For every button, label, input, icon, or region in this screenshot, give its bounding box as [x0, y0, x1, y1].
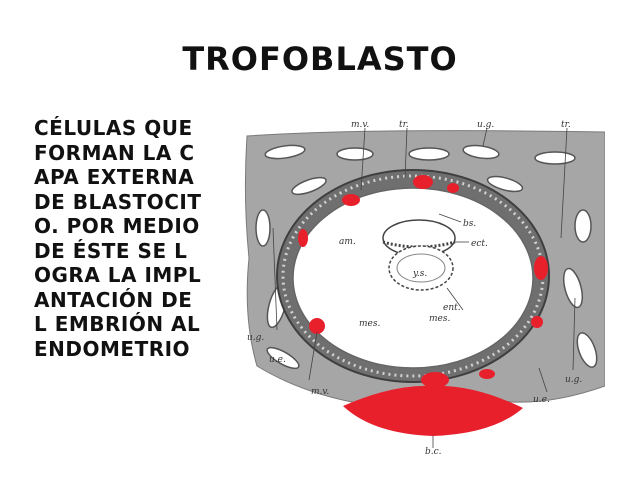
maternal-blood-vessel — [534, 256, 548, 280]
label-ug-left: u.g. — [247, 333, 264, 343]
maternal-blood-vessel — [447, 183, 459, 193]
yolk-sac-inner — [396, 253, 446, 283]
gland-shape — [264, 144, 306, 160]
gland-shape — [486, 175, 524, 193]
slide-title: TROFOBLASTO — [182, 40, 458, 78]
maternal-blood-vessel — [298, 229, 308, 247]
gland-shape — [574, 209, 592, 243]
label-tr-top: tr. — [399, 120, 409, 130]
slide-body-text: CÉLULAS QUE FORMAN LA CAPA EXTERNA DE BL… — [34, 116, 202, 361]
label-bs: bs. — [463, 219, 476, 229]
label-mes-inner: mes. — [429, 314, 450, 324]
blood-clot — [343, 385, 523, 436]
maternal-blood-vessel — [309, 318, 325, 334]
label-bc: b.c. — [425, 447, 442, 457]
maternal-blood-vessel — [531, 316, 543, 328]
label-ect: ect. — [471, 239, 488, 249]
gland-shape — [462, 144, 500, 160]
label-mes: mes. — [359, 319, 380, 329]
label-ug-right: u.g. — [565, 375, 582, 385]
gland-shape — [336, 147, 374, 161]
maternal-blood-vessel — [342, 194, 360, 206]
gland-shape — [266, 346, 300, 370]
label-tr-right: tr. — [561, 120, 571, 130]
maternal-blood-vessel — [421, 372, 449, 388]
gland-shape — [534, 151, 576, 165]
yolk-sac — [388, 245, 454, 291]
maternal-blood-vessel — [479, 369, 495, 379]
gland-shape — [576, 332, 598, 368]
label-ys: y.s. — [412, 269, 427, 279]
label-ug-top: u.g. — [477, 120, 494, 130]
gland-shape — [291, 176, 327, 196]
gland-shape — [562, 267, 584, 309]
label-ent: ent. — [443, 303, 461, 313]
label-ue-right: u.e. — [533, 395, 550, 405]
gland-shape — [408, 147, 450, 161]
maternal-blood-vessel — [413, 175, 433, 189]
trophoblast-illustration: m.v. tr. u.g. tr. bs. am. ect. y.s. ent.… — [243, 118, 606, 458]
label-ue-left: u.e. — [269, 355, 286, 365]
gland-shape — [255, 209, 271, 247]
label-am: am. — [339, 237, 356, 247]
label-mv-bottom: m.v. — [311, 387, 329, 397]
label-mv-top: m.v. — [351, 120, 369, 130]
